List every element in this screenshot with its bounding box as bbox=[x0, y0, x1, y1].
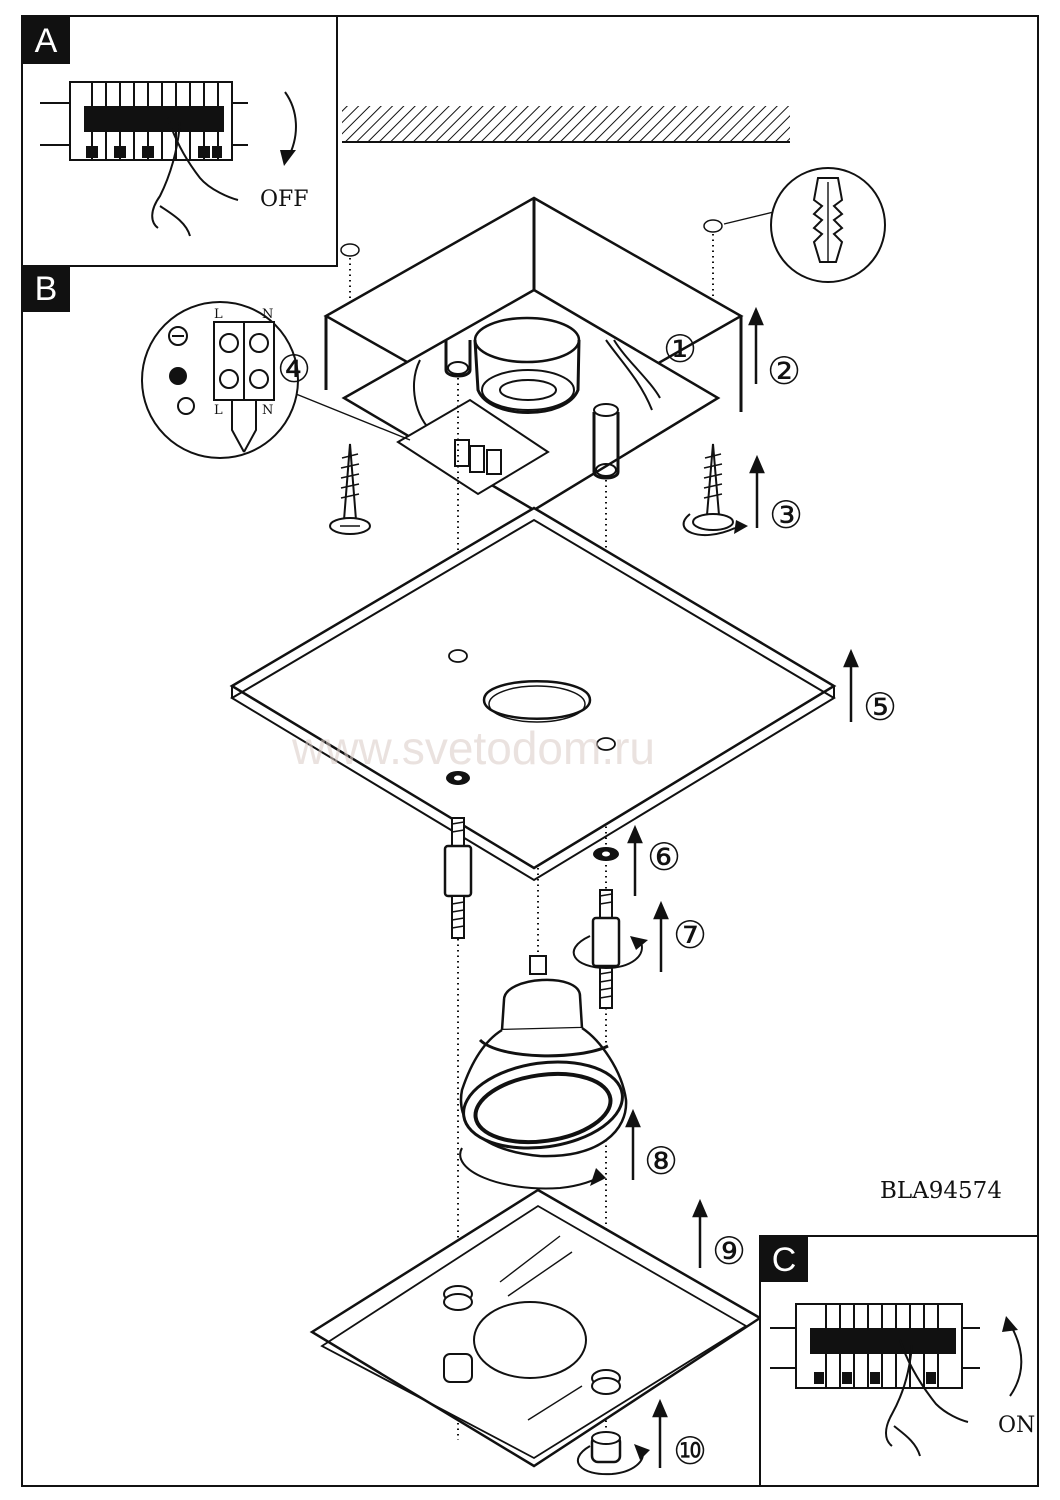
hand-icon bbox=[151, 117, 239, 237]
panel-b: B bbox=[22, 266, 70, 312]
hand-icon bbox=[885, 1339, 969, 1457]
panel-c-label-box bbox=[760, 1236, 808, 1282]
gu10-lamp bbox=[459, 955, 628, 1190]
wall-plug-detail bbox=[723, 167, 886, 283]
switch-up-arrow-icon bbox=[1009, 1323, 1023, 1397]
threaded-spacer-left bbox=[443, 817, 473, 939]
panel-b-label-box bbox=[22, 266, 70, 312]
wiring-terminal-detail: L N L N bbox=[141, 301, 411, 459]
step-8-number: ⑧ bbox=[644, 1139, 678, 1183]
wall-plug-icon bbox=[812, 177, 844, 263]
model-code: BLA94574 bbox=[880, 1178, 1002, 1204]
step-2-number: ② bbox=[767, 349, 801, 393]
step-7-number: ⑦ bbox=[673, 913, 707, 957]
step-6-number: ⑥ bbox=[647, 835, 681, 879]
panel-c: C ON bbox=[759, 1235, 1039, 1487]
step-1-number: ① bbox=[663, 327, 697, 371]
canopy-plate bbox=[229, 506, 837, 882]
ceiling-hole-left bbox=[340, 243, 360, 257]
earth-symbol-icon bbox=[168, 326, 195, 415]
step-9-number: ⑨ bbox=[712, 1229, 746, 1273]
panel-c-action: ON bbox=[998, 1413, 1035, 1438]
step-10-number: ⑩ bbox=[673, 1429, 707, 1473]
ceiling-hatch bbox=[342, 106, 790, 143]
step-arrows bbox=[625, 306, 859, 1468]
ceiling-hole-right bbox=[703, 219, 723, 233]
threaded-spacer-right bbox=[572, 889, 648, 1009]
ceiling-mount-box bbox=[323, 196, 744, 512]
screw-right bbox=[682, 443, 748, 537]
screw-left bbox=[329, 443, 371, 535]
step-5-number: ⑤ bbox=[863, 685, 897, 729]
step-3-number: ③ bbox=[769, 493, 803, 537]
panel-c-label: C bbox=[772, 1241, 797, 1279]
glass-shade bbox=[309, 1188, 763, 1468]
circuit-breaker-panel-icon bbox=[770, 1303, 980, 1389]
panel-a-label-box bbox=[22, 16, 70, 64]
panel-a-action: OFF bbox=[260, 187, 309, 212]
washer-right bbox=[593, 847, 619, 861]
terminal-label-l-bottom: L bbox=[214, 403, 223, 418]
circuit-breaker-panel-icon bbox=[40, 81, 248, 161]
terminal-label-n-top: N bbox=[262, 307, 273, 322]
panel-a-label: A bbox=[35, 22, 58, 60]
terminal-label-l-top: L bbox=[214, 307, 223, 322]
page-frame bbox=[21, 15, 1039, 1487]
terminal-label-n-bottom: N bbox=[262, 403, 273, 418]
panel-b-label: B bbox=[35, 270, 58, 308]
watermark: www.svetodom.ru bbox=[291, 722, 655, 774]
step-4-number: ④ bbox=[277, 347, 311, 391]
cap-nut bbox=[577, 1431, 650, 1476]
panel-a: A OFF bbox=[21, 15, 338, 267]
